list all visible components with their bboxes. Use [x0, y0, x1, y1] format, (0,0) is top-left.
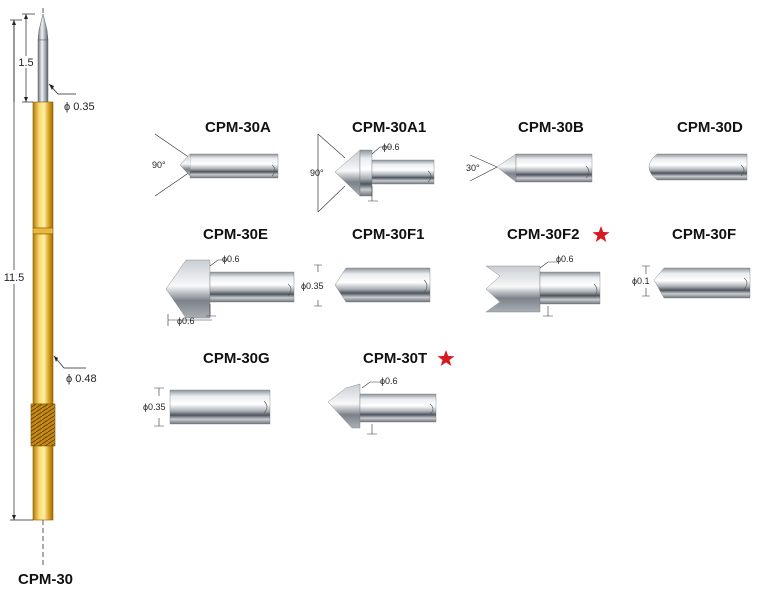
barrel-upper: [32, 101, 54, 229]
tip-a-angle: 90°: [152, 160, 166, 170]
tip-cpm-30d: [648, 153, 748, 181]
tip-g-dia: ϕ0.35: [143, 402, 166, 412]
tip-cpm-30f: [642, 265, 751, 299]
tip-f1-dia: ϕ0.35: [301, 281, 324, 291]
tip-f2-dia: ϕ0.6: [556, 254, 574, 264]
tip-e-dia: ϕ0.6: [222, 254, 240, 264]
tip-cpm-30b: [469, 153, 593, 183]
tip-cpm-30f1: [314, 264, 431, 307]
tip-b-angle: 30°: [466, 163, 480, 173]
tip-title-cpm-30a1: CPM-30A1: [352, 119, 427, 136]
tip-title-cpm-30f1: CPM-30F1: [352, 226, 425, 243]
tip-title-cpm-30t: CPM-30T: [363, 350, 428, 367]
tip-cpm-30g: [154, 387, 271, 427]
tip-title-cpm-30a: CPM-30A: [205, 119, 271, 136]
dim-tip-length: 1.5: [18, 57, 33, 69]
barrel-crimp: [32, 227, 54, 235]
tip-title-cpm-30g: CPM-30G: [203, 350, 270, 367]
tip-cpm-30f2: [485, 261, 601, 317]
tip-title-cpm-30b: CPM-30B: [518, 119, 584, 136]
dim-total-length: 11.5: [4, 272, 25, 284]
main-dimension-arrows: [12, 14, 58, 520]
tip-a1-angle: 90°: [310, 168, 324, 178]
tip-title-cpm-30f: CPM-30F: [672, 226, 737, 243]
barrel-lower: [32, 233, 54, 405]
tip-title-cpm-30e: CPM-30E: [203, 226, 269, 243]
tip-cpm-30e: [165, 259, 295, 326]
dia-tip-label: ϕ 0.35: [64, 101, 95, 113]
tip-f-dia: ϕ0.1: [632, 276, 650, 286]
star-icon-t: [437, 350, 455, 366]
barrel-knurl: [30, 403, 56, 447]
probe-tip-shaft: [37, 39, 49, 103]
tip-cpm-30a1: [317, 133, 435, 213]
main-probe-title: CPM-30: [18, 571, 74, 588]
tip-cpm-30t: [327, 381, 437, 435]
barrel-tail: [32, 445, 54, 521]
tip-title-cpm-30d: CPM-30D: [677, 119, 743, 136]
tip-title-cpm-30f2: CPM-30F2: [507, 226, 580, 243]
tip-a1-dia: ϕ0.6: [382, 142, 400, 152]
probe-tip-point: [37, 13, 49, 41]
main-probe: [6, 8, 86, 568]
tip-cpm-30a: [154, 133, 279, 197]
dia-body-label: ϕ 0.48: [66, 373, 97, 385]
tip-t-dia: ϕ0.6: [380, 376, 398, 386]
tip-e-dia2: ϕ0.6: [177, 316, 195, 326]
star-icon-f2: [592, 226, 610, 242]
